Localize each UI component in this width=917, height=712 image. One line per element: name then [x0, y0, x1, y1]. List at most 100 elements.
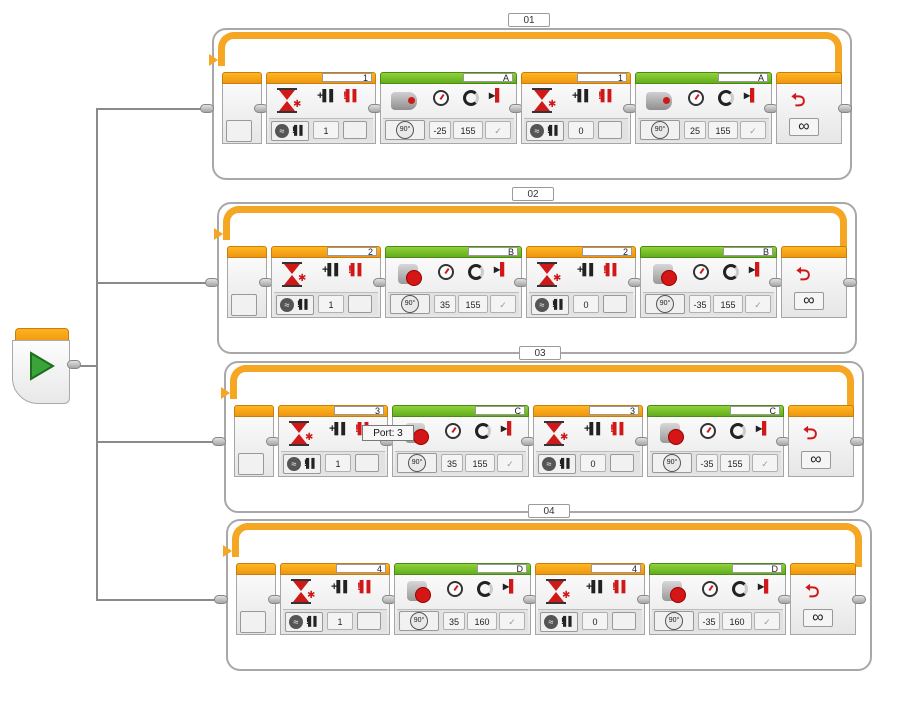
- start-output-connector[interactable]: [67, 360, 81, 369]
- degrees-value[interactable]: 155: [720, 454, 750, 472]
- power-value[interactable]: 25: [684, 121, 706, 139]
- loop-input-connector[interactable]: [212, 437, 226, 446]
- output-plug[interactable]: [598, 121, 622, 139]
- port-selector[interactable]: C: [730, 406, 780, 416]
- output-plug[interactable]: [612, 612, 636, 630]
- loop-label[interactable]: 01: [508, 13, 550, 27]
- loop-count-selector[interactable]: ∞: [794, 292, 824, 310]
- degrees-value[interactable]: 155: [453, 121, 483, 139]
- port-selector[interactable]: 4: [336, 564, 386, 574]
- port-selector[interactable]: A: [718, 73, 768, 83]
- loop-output-connector[interactable]: [838, 104, 852, 113]
- loop-label[interactable]: 02: [512, 187, 554, 201]
- port-selector[interactable]: 3: [589, 406, 639, 416]
- port-selector[interactable]: B: [723, 247, 773, 257]
- loop-mode-selector[interactable]: [231, 294, 257, 316]
- wait-sensor-block[interactable]: 1≈!▌▌1✱+▌▌!▌▌: [266, 72, 376, 144]
- check-icon[interactable]: ✓: [752, 454, 778, 472]
- degrees-value[interactable]: 155: [458, 295, 488, 313]
- wait-sensor-block[interactable]: 4≈!▌▌1✱+▌▌!▌▌: [280, 563, 390, 635]
- loop-end-block[interactable]: ⮌∞: [781, 246, 847, 318]
- play-icon[interactable]: [29, 351, 55, 381]
- motor-mode-selector[interactable]: 90°: [399, 611, 439, 631]
- power-value[interactable]: -25: [429, 121, 451, 139]
- check-icon[interactable]: ✓: [740, 121, 766, 139]
- mode-selector-button[interactable]: ≈!▌▌: [271, 121, 309, 141]
- check-icon[interactable]: ✓: [745, 295, 771, 313]
- port-selector[interactable]: 2: [327, 247, 377, 257]
- loop-mode-selector[interactable]: [240, 611, 266, 633]
- motor-mode-selector[interactable]: 90°: [385, 120, 425, 140]
- motor-mode-selector[interactable]: 90°: [640, 120, 680, 140]
- power-value[interactable]: 35: [443, 612, 465, 630]
- loop-output-connector[interactable]: [852, 595, 866, 604]
- port-selector[interactable]: 3: [334, 406, 384, 416]
- degrees-value[interactable]: 155: [465, 454, 495, 472]
- port-selector[interactable]: D: [477, 564, 527, 574]
- loop-end-block[interactable]: ⮌∞: [788, 405, 854, 477]
- output-plug[interactable]: [355, 454, 379, 472]
- output-plug[interactable]: [603, 295, 627, 313]
- wait-sensor-block[interactable]: 2≈!▌▌0✱+▌▌!▌▌: [526, 246, 636, 318]
- wait-sensor-block[interactable]: 4≈!▌▌0✱+▌▌!▌▌: [535, 563, 645, 635]
- loop-count-selector[interactable]: ∞: [789, 118, 819, 136]
- state-value[interactable]: 0: [573, 295, 599, 313]
- state-value[interactable]: 0: [580, 454, 606, 472]
- loop-label[interactable]: 03: [519, 346, 561, 360]
- mode-selector-button[interactable]: ≈!▌▌: [540, 612, 578, 632]
- check-icon[interactable]: ✓: [497, 454, 523, 472]
- degrees-value[interactable]: 160: [722, 612, 752, 630]
- port-selector[interactable]: C: [475, 406, 525, 416]
- loop-end-block[interactable]: ⮌∞: [776, 72, 842, 144]
- output-plug[interactable]: [610, 454, 634, 472]
- loop-mode-selector[interactable]: [238, 453, 264, 475]
- mode-selector-button[interactable]: ≈!▌▌: [285, 612, 323, 632]
- loop-count-selector[interactable]: ∞: [801, 451, 831, 469]
- state-value[interactable]: 1: [318, 295, 344, 313]
- check-icon[interactable]: ✓: [754, 612, 780, 630]
- port-selector[interactable]: 4: [591, 564, 641, 574]
- port-selector[interactable]: 2: [582, 247, 632, 257]
- state-value[interactable]: 0: [582, 612, 608, 630]
- degrees-value[interactable]: 160: [467, 612, 497, 630]
- check-icon[interactable]: ✓: [490, 295, 516, 313]
- mode-selector-button[interactable]: ≈!▌▌: [538, 454, 576, 474]
- wait-sensor-block[interactable]: 3≈!▌▌0✱+▌▌!▌▌: [533, 405, 643, 477]
- loop-input-connector[interactable]: [214, 595, 228, 604]
- motor-mode-selector[interactable]: 90°: [390, 294, 430, 314]
- degrees-value[interactable]: 155: [713, 295, 743, 313]
- loop-output-connector[interactable]: [843, 278, 857, 287]
- loop-mode-selector[interactable]: [226, 120, 252, 142]
- mode-selector-button[interactable]: ≈!▌▌: [283, 454, 321, 474]
- check-icon[interactable]: ✓: [485, 121, 511, 139]
- loop-input-connector[interactable]: [205, 278, 219, 287]
- loop-end-block[interactable]: ⮌∞: [790, 563, 856, 635]
- port-selector[interactable]: 1: [577, 73, 627, 83]
- loop-label[interactable]: 04: [528, 504, 570, 518]
- degrees-value[interactable]: 155: [708, 121, 738, 139]
- motor-mode-selector[interactable]: 90°: [397, 453, 437, 473]
- motor-mode-selector[interactable]: 90°: [652, 453, 692, 473]
- check-icon[interactable]: ✓: [499, 612, 525, 630]
- mode-selector-button[interactable]: ≈!▌▌: [531, 295, 569, 315]
- output-plug[interactable]: [357, 612, 381, 630]
- loop-output-connector[interactable]: [850, 437, 864, 446]
- port-selector[interactable]: 1: [322, 73, 372, 83]
- state-value[interactable]: 1: [313, 121, 339, 139]
- power-value[interactable]: 35: [441, 454, 463, 472]
- power-value[interactable]: 35: [434, 295, 456, 313]
- loop-count-selector[interactable]: ∞: [803, 609, 833, 627]
- power-value[interactable]: -35: [698, 612, 720, 630]
- state-value[interactable]: 1: [327, 612, 353, 630]
- state-value[interactable]: 1: [325, 454, 351, 472]
- loop-input-connector[interactable]: [200, 104, 214, 113]
